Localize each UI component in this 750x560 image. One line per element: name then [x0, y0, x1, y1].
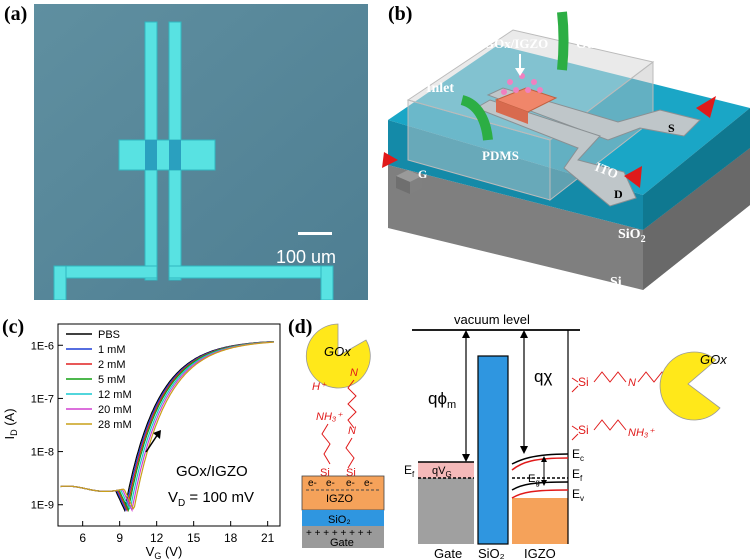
inlet-tube: [460, 95, 493, 141]
y-tick-label-3: 1E-6: [31, 340, 54, 352]
x-tick-label-1: 9: [116, 531, 123, 545]
chart-annotation: GOx/IGZO: [176, 463, 248, 480]
stack-sio2-label: SiO₂: [328, 514, 351, 526]
legend-label-0: PBS: [98, 329, 120, 341]
probe-source-icon: [696, 96, 716, 118]
legend-label-6: 28 mM: [98, 419, 132, 431]
x-tick-label-3: 15: [187, 531, 201, 545]
outlet-tube: [557, 11, 569, 71]
scale-bar-label: 100 um: [276, 247, 336, 267]
valence-band: [511, 481, 569, 491]
legend-label-1: 1 mM: [98, 344, 126, 356]
stack-gate: [302, 526, 384, 548]
nh3-label-right: NH₃⁺: [628, 427, 655, 439]
bottom-label-sio2: SiO₂: [478, 546, 505, 560]
n-label-right-1: N: [628, 377, 636, 389]
panel-label-d: (d): [288, 316, 313, 338]
label-g: G: [418, 167, 427, 181]
electron-label-3: e-: [346, 478, 355, 489]
y-tick-label-0: 1E-9: [31, 500, 54, 512]
y-tick-label-1: 1E-8: [31, 447, 54, 459]
qvg-label: qVG: [432, 465, 452, 479]
si-label-right-2: Si: [578, 423, 589, 437]
ec-label: Ec: [572, 447, 584, 463]
label-si: Si: [610, 275, 622, 290]
nh3-label-left: NH₃⁺: [316, 411, 343, 423]
sweep-arrow: [145, 433, 159, 453]
stack-gate-label: Gate: [330, 537, 354, 549]
si-label-left-2: Si: [346, 467, 356, 479]
electron-label-4: e-: [364, 478, 373, 489]
h-plus-label: H⁺: [312, 381, 327, 393]
y-tick-label-2: 1E-7: [31, 393, 54, 405]
svg-text:+ + + + + + + +: + + + + + + + +: [306, 528, 372, 539]
n-label-top: N: [350, 367, 358, 379]
si-label-left-1: Si: [320, 467, 330, 479]
conduction-band: [511, 453, 569, 465]
label-gox-igzo: GOx/IGZO: [484, 36, 548, 51]
stack-sio2: [302, 510, 384, 526]
stack-igzo-label: IGZO: [326, 493, 353, 505]
gox-label-right: GOx: [700, 352, 727, 367]
plot-frame: [57, 323, 281, 527]
label-sio2: SiO2: [618, 227, 646, 245]
stack-igzo: [301, 475, 385, 511]
eg-label: Eg: [528, 473, 540, 487]
label-pdms: PDMS: [482, 148, 519, 163]
legend-label-4: 12 mM: [98, 389, 132, 401]
device-schematic-panel-b: Outlet Inlet GOx/IGZO PDMS ITO SiO2 Si G…: [382, 11, 750, 290]
band-sio2-region: [477, 355, 509, 545]
vacuum-level-label: vacuum level: [454, 312, 530, 327]
qvg-region: [418, 462, 474, 478]
x-tick-label-0: 6: [79, 531, 86, 545]
legend-label-5: 20 mM: [98, 404, 132, 416]
probe-gate-icon: [382, 152, 398, 168]
y-axis-label: ID (A): [2, 408, 19, 439]
n-label-bottom: N: [348, 425, 356, 437]
micrograph-panel-a: 100 um: [34, 4, 368, 300]
gox-enzyme-left-icon: [305, 323, 371, 389]
electron-label-2: e-: [326, 478, 335, 489]
x-tick-label-5: 21: [261, 531, 275, 545]
sweep-arrow-head: [153, 430, 161, 439]
label-s: S: [668, 121, 675, 135]
label-inlet: Inlet: [426, 81, 454, 96]
ev-label: Ev: [572, 487, 584, 503]
bottom-label-gate: Gate: [434, 546, 462, 560]
vd-annotation: VD = 100 mV: [168, 489, 254, 509]
electron-label-1: e-: [308, 478, 317, 489]
probe-drain-icon: [624, 166, 642, 188]
panel-label-a: (a): [4, 3, 28, 25]
legend-label-2: 2 mM: [98, 359, 126, 371]
transfer-curve-chart: 1E-9 1E-8 1E-7 1E-6 6 9 12 15 18 21 PBS 1 mM 2 mM 5…: [2, 323, 281, 560]
x-axis-label: VG (V): [146, 544, 183, 560]
panel-label-c: (c): [2, 316, 25, 338]
band-diagram-panel-d: GOx N N H⁺ NH₃⁺ Si Si e- e- e- e- IGZO S…: [301, 312, 727, 560]
ito-electrode-d: [474, 99, 637, 207]
x-tick-label-4: 18: [224, 531, 238, 545]
ef-left-label: Ef: [404, 463, 415, 479]
label-d: D: [614, 187, 623, 201]
panel-label-b: (b): [388, 3, 413, 25]
band-igzo-region: [512, 498, 568, 544]
legend-label-3: 5 mM: [98, 374, 126, 386]
q-chi-label: qχ: [534, 367, 552, 386]
si-label-right-1: Si: [578, 375, 589, 389]
label-outlet: Outlet: [576, 37, 614, 52]
series-line-6: [60, 341, 274, 510]
x-tick-label-2: 12: [150, 531, 164, 545]
gox-enzyme-right-icon: [659, 351, 721, 421]
q-phi-label: qϕm: [428, 389, 456, 411]
gate-pad: [396, 170, 422, 182]
ef-right-label: Ef: [572, 467, 583, 483]
bottom-label-igzo: IGZO: [524, 546, 556, 560]
band-gate-region: [418, 478, 474, 544]
gox-label-left: GOx: [324, 344, 351, 359]
